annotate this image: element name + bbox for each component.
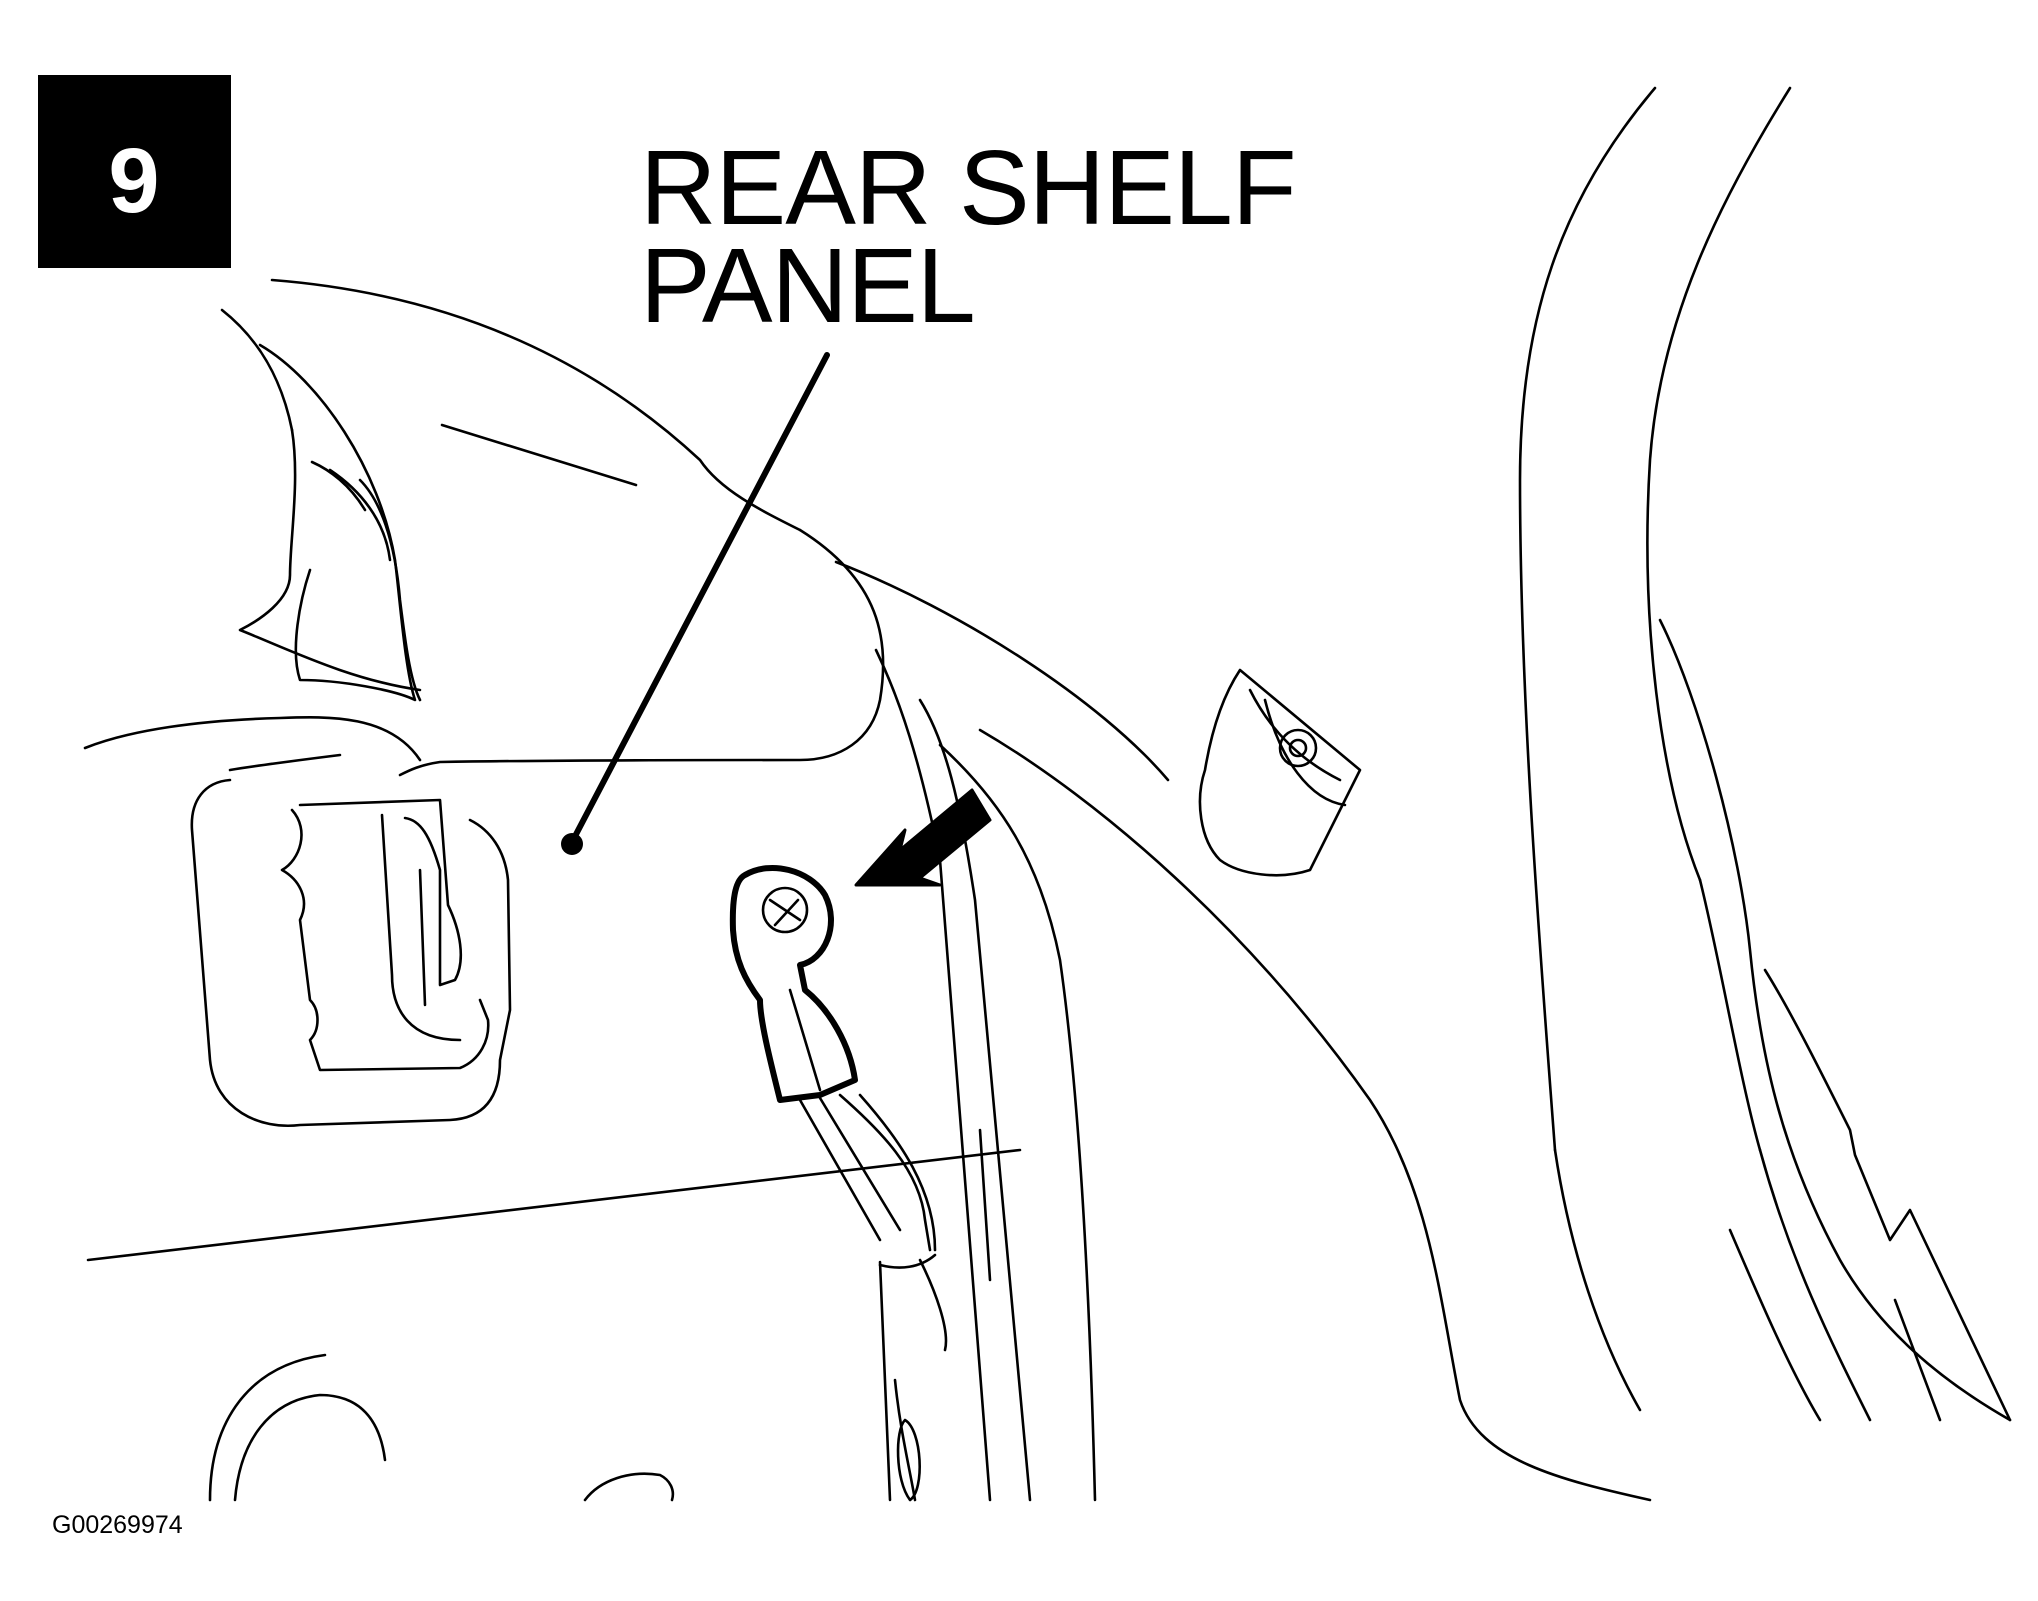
bracket-plate (190, 778, 512, 1128)
leader-line (561, 352, 830, 855)
lower-arcs (208, 1353, 675, 1502)
latch-part (1198, 668, 1362, 877)
step-badge: 9 (38, 75, 231, 268)
figure-id: G00269974 (52, 1511, 183, 1539)
shelf-edge-line (86, 1148, 1022, 1262)
shelf-outline (220, 278, 1170, 782)
pillar-rail (874, 648, 1097, 1502)
callout-line-1: REAR SHELF (640, 129, 1296, 247)
step-number: 9 (108, 130, 159, 232)
c-pillar (1518, 86, 2012, 1422)
ground-bolt (729, 864, 858, 1103)
callout-label: REAR SHELF PANEL (640, 129, 1297, 345)
callout-line-2: PANEL (640, 227, 975, 345)
wiring-harness (798, 1093, 948, 1502)
left-bracket (83, 428, 422, 772)
pointer-arrow (854, 788, 992, 887)
quarter-panel-curve (978, 728, 1652, 1502)
